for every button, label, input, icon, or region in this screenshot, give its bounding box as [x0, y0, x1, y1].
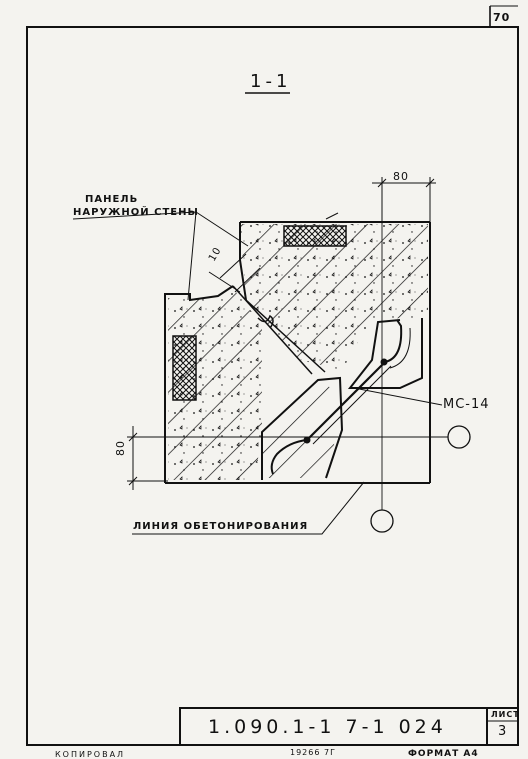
leader-lines — [72, 211, 443, 535]
section-title: 1-1 — [250, 71, 292, 92]
label-concreting-line: ЛИНИЯ ОБЕТОНИРОВАНИЯ — [133, 521, 309, 532]
sheet-frame — [26, 5, 519, 746]
sheet-number: 70 — [493, 11, 511, 24]
footer-format: ФОРМАТ А4 — [408, 749, 479, 759]
sheet-value: 3 — [498, 724, 508, 739]
document-code: 1.090.1-1 7-1 024 — [208, 716, 447, 738]
axis-lines — [130, 185, 471, 533]
insulation-insert-top — [283, 225, 347, 247]
dimension-top: 80 — [393, 170, 409, 183]
footer-copied-by: КОПИРОВАЛ — [55, 750, 126, 759]
label-panel-line1: ПАНЕЛЬ — [85, 194, 139, 205]
dimension-left: 80 — [114, 440, 127, 456]
section-outline — [164, 221, 431, 484]
footer-order-number: 19266 7Г — [290, 748, 336, 757]
title-block — [179, 707, 519, 746]
insulation-insert-left — [172, 335, 197, 401]
connector-ms14 — [270, 319, 411, 475]
label-connector: МС-14 — [443, 397, 490, 412]
sheet-label: ЛИСТ — [491, 710, 520, 719]
label-panel-line2: НАРУЖНОЙ СТЕНЫ — [73, 207, 199, 218]
dimension-lines — [127, 177, 436, 490]
